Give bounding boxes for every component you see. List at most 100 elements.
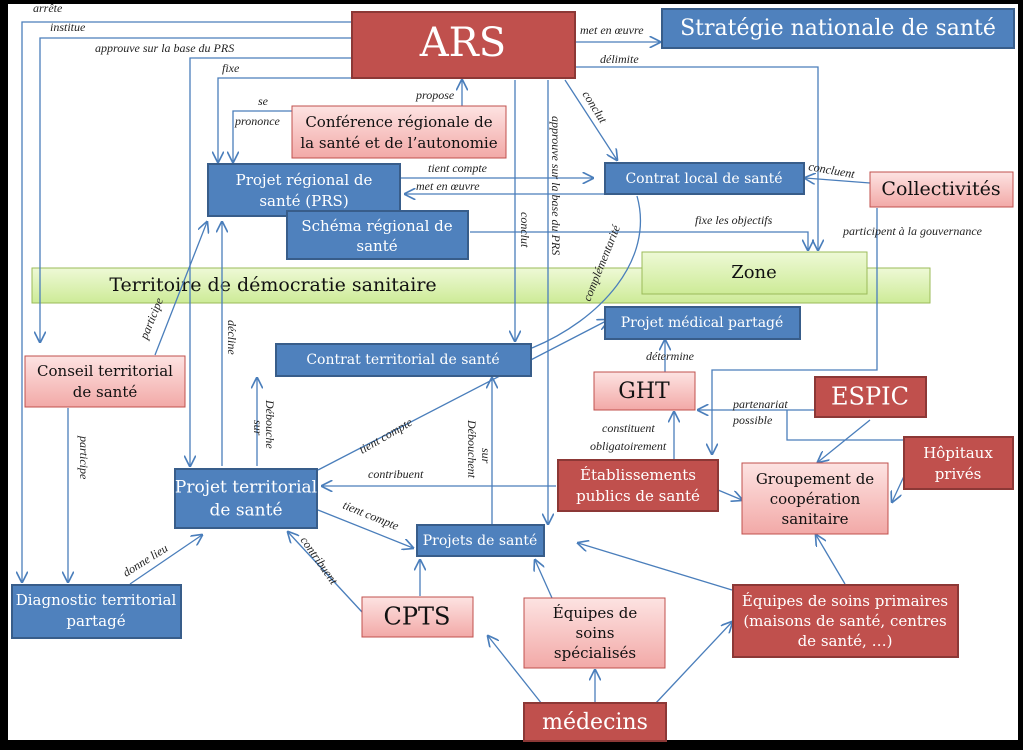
crsa-box bbox=[291, 105, 507, 159]
node-collectivites[interactable]: Collectivités bbox=[869, 171, 1014, 208]
srs-label-line1: Schéma régional de bbox=[301, 217, 452, 235]
node-diagnostic-territorial[interactable]: Diagnostic territorial partagé bbox=[11, 584, 182, 639]
node-equipes-soins-specialises[interactable]: Équipes de soins spécialisés bbox=[523, 597, 666, 669]
edge-conclut-cls bbox=[564, 79, 617, 160]
edges bbox=[22, 21, 906, 705]
label-propose: propose bbox=[415, 88, 455, 102]
ght-box bbox=[593, 371, 696, 411]
edge-medecins-cpts bbox=[488, 636, 543, 705]
node-espic[interactable]: ESPIC bbox=[814, 376, 927, 418]
cts-box bbox=[275, 343, 532, 377]
label-participent-gouvernance: participent à la gouvernance bbox=[842, 224, 983, 238]
node-projet-territorial[interactable]: Projet territorial de santé bbox=[174, 468, 318, 529]
node-hopitaux-prives[interactable]: Hôpitaux privés bbox=[903, 436, 1014, 490]
edge-fixe-objectifs bbox=[470, 231, 808, 250]
ars-box bbox=[351, 11, 576, 79]
edge-contribuent-cpts bbox=[288, 532, 363, 613]
node-prs[interactable]: Projet régional de santé (PRS) bbox=[207, 163, 401, 217]
label-sur2: sur bbox=[479, 448, 493, 464]
label-arrete: arrête bbox=[33, 1, 63, 15]
conseil-label-line1: Conseil territorial bbox=[37, 362, 173, 380]
edge-hopitaux-ght bbox=[786, 410, 905, 441]
node-crsa[interactable]: Conférence régionale de la santé et de l… bbox=[291, 105, 507, 159]
edge-medecins-esp bbox=[654, 622, 732, 705]
prs-label-line2: santé (PRS) bbox=[259, 192, 348, 210]
node-ars[interactable]: ARS bbox=[351, 11, 576, 79]
cls-box bbox=[604, 162, 805, 195]
edge-se-prononce bbox=[233, 110, 292, 162]
label-participe-dtp: participe bbox=[77, 435, 91, 480]
edge-concluent bbox=[805, 178, 871, 183]
node-conseil-territorial[interactable]: Conseil territorial de santé bbox=[24, 355, 186, 408]
label-met-en-oeuvre-sns: met en œuvre bbox=[580, 23, 644, 37]
ess-box bbox=[523, 597, 666, 669]
label-sur1: sur bbox=[251, 420, 265, 436]
edge-esp-projets bbox=[578, 543, 733, 591]
ars-label: ARS bbox=[419, 20, 506, 66]
label-tient-compte-cls: tient compte bbox=[428, 161, 488, 175]
prs-box bbox=[207, 163, 401, 217]
edge-ess-projets bbox=[535, 560, 553, 599]
esp-label-line3: de santé, …) bbox=[798, 632, 893, 650]
edge-tient-compte-pmp bbox=[317, 320, 608, 471]
node-cpts[interactable]: CPTS bbox=[361, 596, 474, 638]
ess-label-line3: spécialisés bbox=[554, 644, 636, 662]
dtp-label-line2: partagé bbox=[66, 612, 125, 630]
medecins-label: médecins bbox=[542, 710, 648, 735]
dtp-box bbox=[11, 584, 182, 639]
eps-label-line1: Établissements bbox=[580, 466, 696, 484]
medecins-box bbox=[523, 702, 667, 742]
conseil-box bbox=[24, 355, 186, 408]
cpts-label: CPTS bbox=[384, 603, 451, 631]
edge-institue bbox=[40, 37, 352, 342]
ess-label-line1: Équipes de bbox=[553, 604, 638, 622]
label-se: se bbox=[258, 94, 269, 108]
node-projet-medical-partage[interactable]: Projet médical partagé bbox=[604, 306, 801, 340]
zone-label: Zone bbox=[731, 262, 777, 283]
label-debouchent: Débouchent bbox=[465, 419, 479, 479]
projets-sante-label: Projets de santé bbox=[423, 533, 538, 549]
node-contrat-local[interactable]: Contrat local de santé bbox=[604, 162, 805, 195]
node-srs[interactable]: Schéma régional de santé bbox=[286, 210, 469, 260]
edge-participent-gouvernance bbox=[712, 208, 878, 454]
hopitaux-label-line2: privés bbox=[935, 465, 982, 483]
node-projets-de-sante[interactable]: Projets de santé bbox=[416, 524, 545, 557]
node-groupement-cooperation[interactable]: Groupement de coopération sanitaire bbox=[741, 462, 889, 535]
espic-label: ESPIC bbox=[831, 383, 909, 411]
label-met-en-oeuvre-prs: met en œuvre bbox=[416, 179, 480, 193]
label-approuve-vertical: approuve sur la base du PRS bbox=[549, 116, 563, 255]
node-strategie-nationale[interactable]: Stratégie nationale de santé bbox=[661, 8, 1015, 49]
edge-approuve-prs bbox=[190, 57, 352, 466]
territoire-democratie-sanitaire-label: Territoire de démocratie sanitaire bbox=[109, 274, 436, 296]
label-possible: possible bbox=[732, 413, 773, 427]
srs-box bbox=[286, 210, 469, 260]
pmp-label: Projet médical partagé bbox=[621, 315, 784, 331]
node-zone[interactable]: Zone bbox=[641, 251, 868, 295]
label-conclut-vertical: conclut bbox=[518, 212, 532, 248]
edge-hopitaux-gcs bbox=[892, 473, 906, 502]
gcs-label-line2: coopération bbox=[770, 490, 861, 508]
label-fixe: fixe bbox=[222, 61, 240, 75]
cls-label: Contrat local de santé bbox=[625, 171, 782, 187]
label-determine: détermine bbox=[646, 349, 695, 363]
node-etablissements-publics[interactable]: Établissements publics de santé bbox=[557, 459, 719, 512]
label-obligatoirement: obligatoirement bbox=[590, 439, 667, 453]
esp-label-line1: Équipes de soins primaires bbox=[742, 592, 948, 610]
cts-label: Contrat territorial de santé bbox=[306, 352, 499, 368]
node-contrat-territorial[interactable]: Contrat territorial de santé bbox=[275, 343, 532, 377]
zone-box bbox=[641, 251, 868, 295]
conseil-label-line2: de santé bbox=[73, 383, 138, 401]
node-ght[interactable]: GHT bbox=[593, 371, 696, 411]
eps-label-line2: publics de santé bbox=[576, 487, 700, 505]
node-medecins[interactable]: médecins bbox=[523, 702, 667, 742]
node-equipes-soins-primaires[interactable]: Équipes de soins primaires (maisons de s… bbox=[732, 584, 959, 658]
collectivites-box bbox=[869, 171, 1014, 208]
ght-label: GHT bbox=[618, 379, 670, 404]
edge-participe-prs bbox=[154, 222, 207, 356]
gcs-box bbox=[741, 462, 889, 535]
sns-box bbox=[661, 8, 1015, 49]
sns-label: Stratégie nationale de santé bbox=[680, 16, 996, 41]
edge-complementarite bbox=[531, 195, 642, 349]
crsa-label-line2: la santé et de l’autonomie bbox=[300, 134, 497, 152]
srs-label-line2: santé bbox=[356, 237, 397, 255]
